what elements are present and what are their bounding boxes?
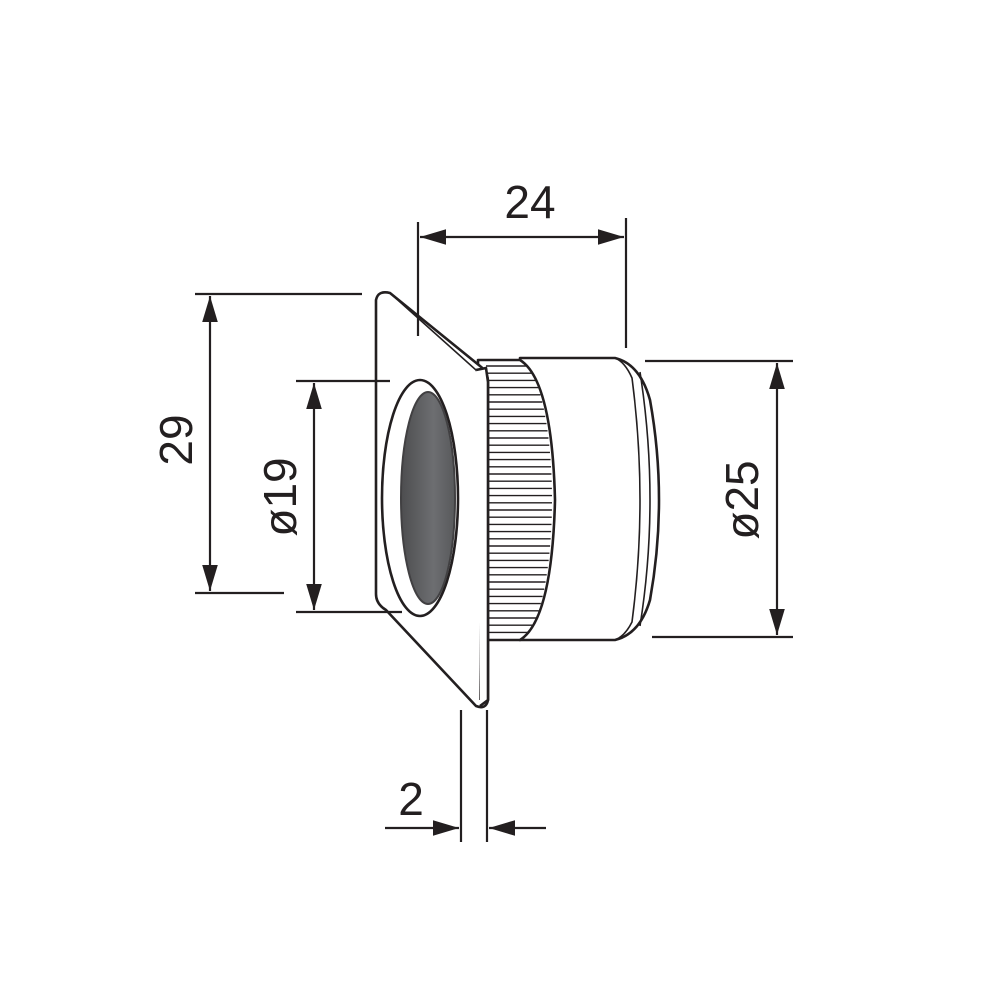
part-body <box>374 291 661 709</box>
inner-diameter-label: ø19 <box>254 457 306 536</box>
plate-thickness-label: 2 <box>398 773 424 825</box>
dimension-plate-thickness: 2 <box>385 710 546 842</box>
bore-opening <box>380 378 460 618</box>
dimension-plate-height: 29 <box>150 292 362 595</box>
knurled-ring <box>476 358 557 642</box>
outer-cylinder <box>518 356 661 642</box>
length-label: 24 <box>504 176 555 228</box>
plate-height-label: 29 <box>150 414 202 465</box>
dimension-length: 24 <box>416 176 628 348</box>
dimension-inner-diameter: ø19 <box>254 379 402 614</box>
outer-diameter-label: ø25 <box>716 460 768 539</box>
knurl-lines <box>486 365 552 634</box>
dimension-outer-diameter: ø25 <box>645 359 793 639</box>
